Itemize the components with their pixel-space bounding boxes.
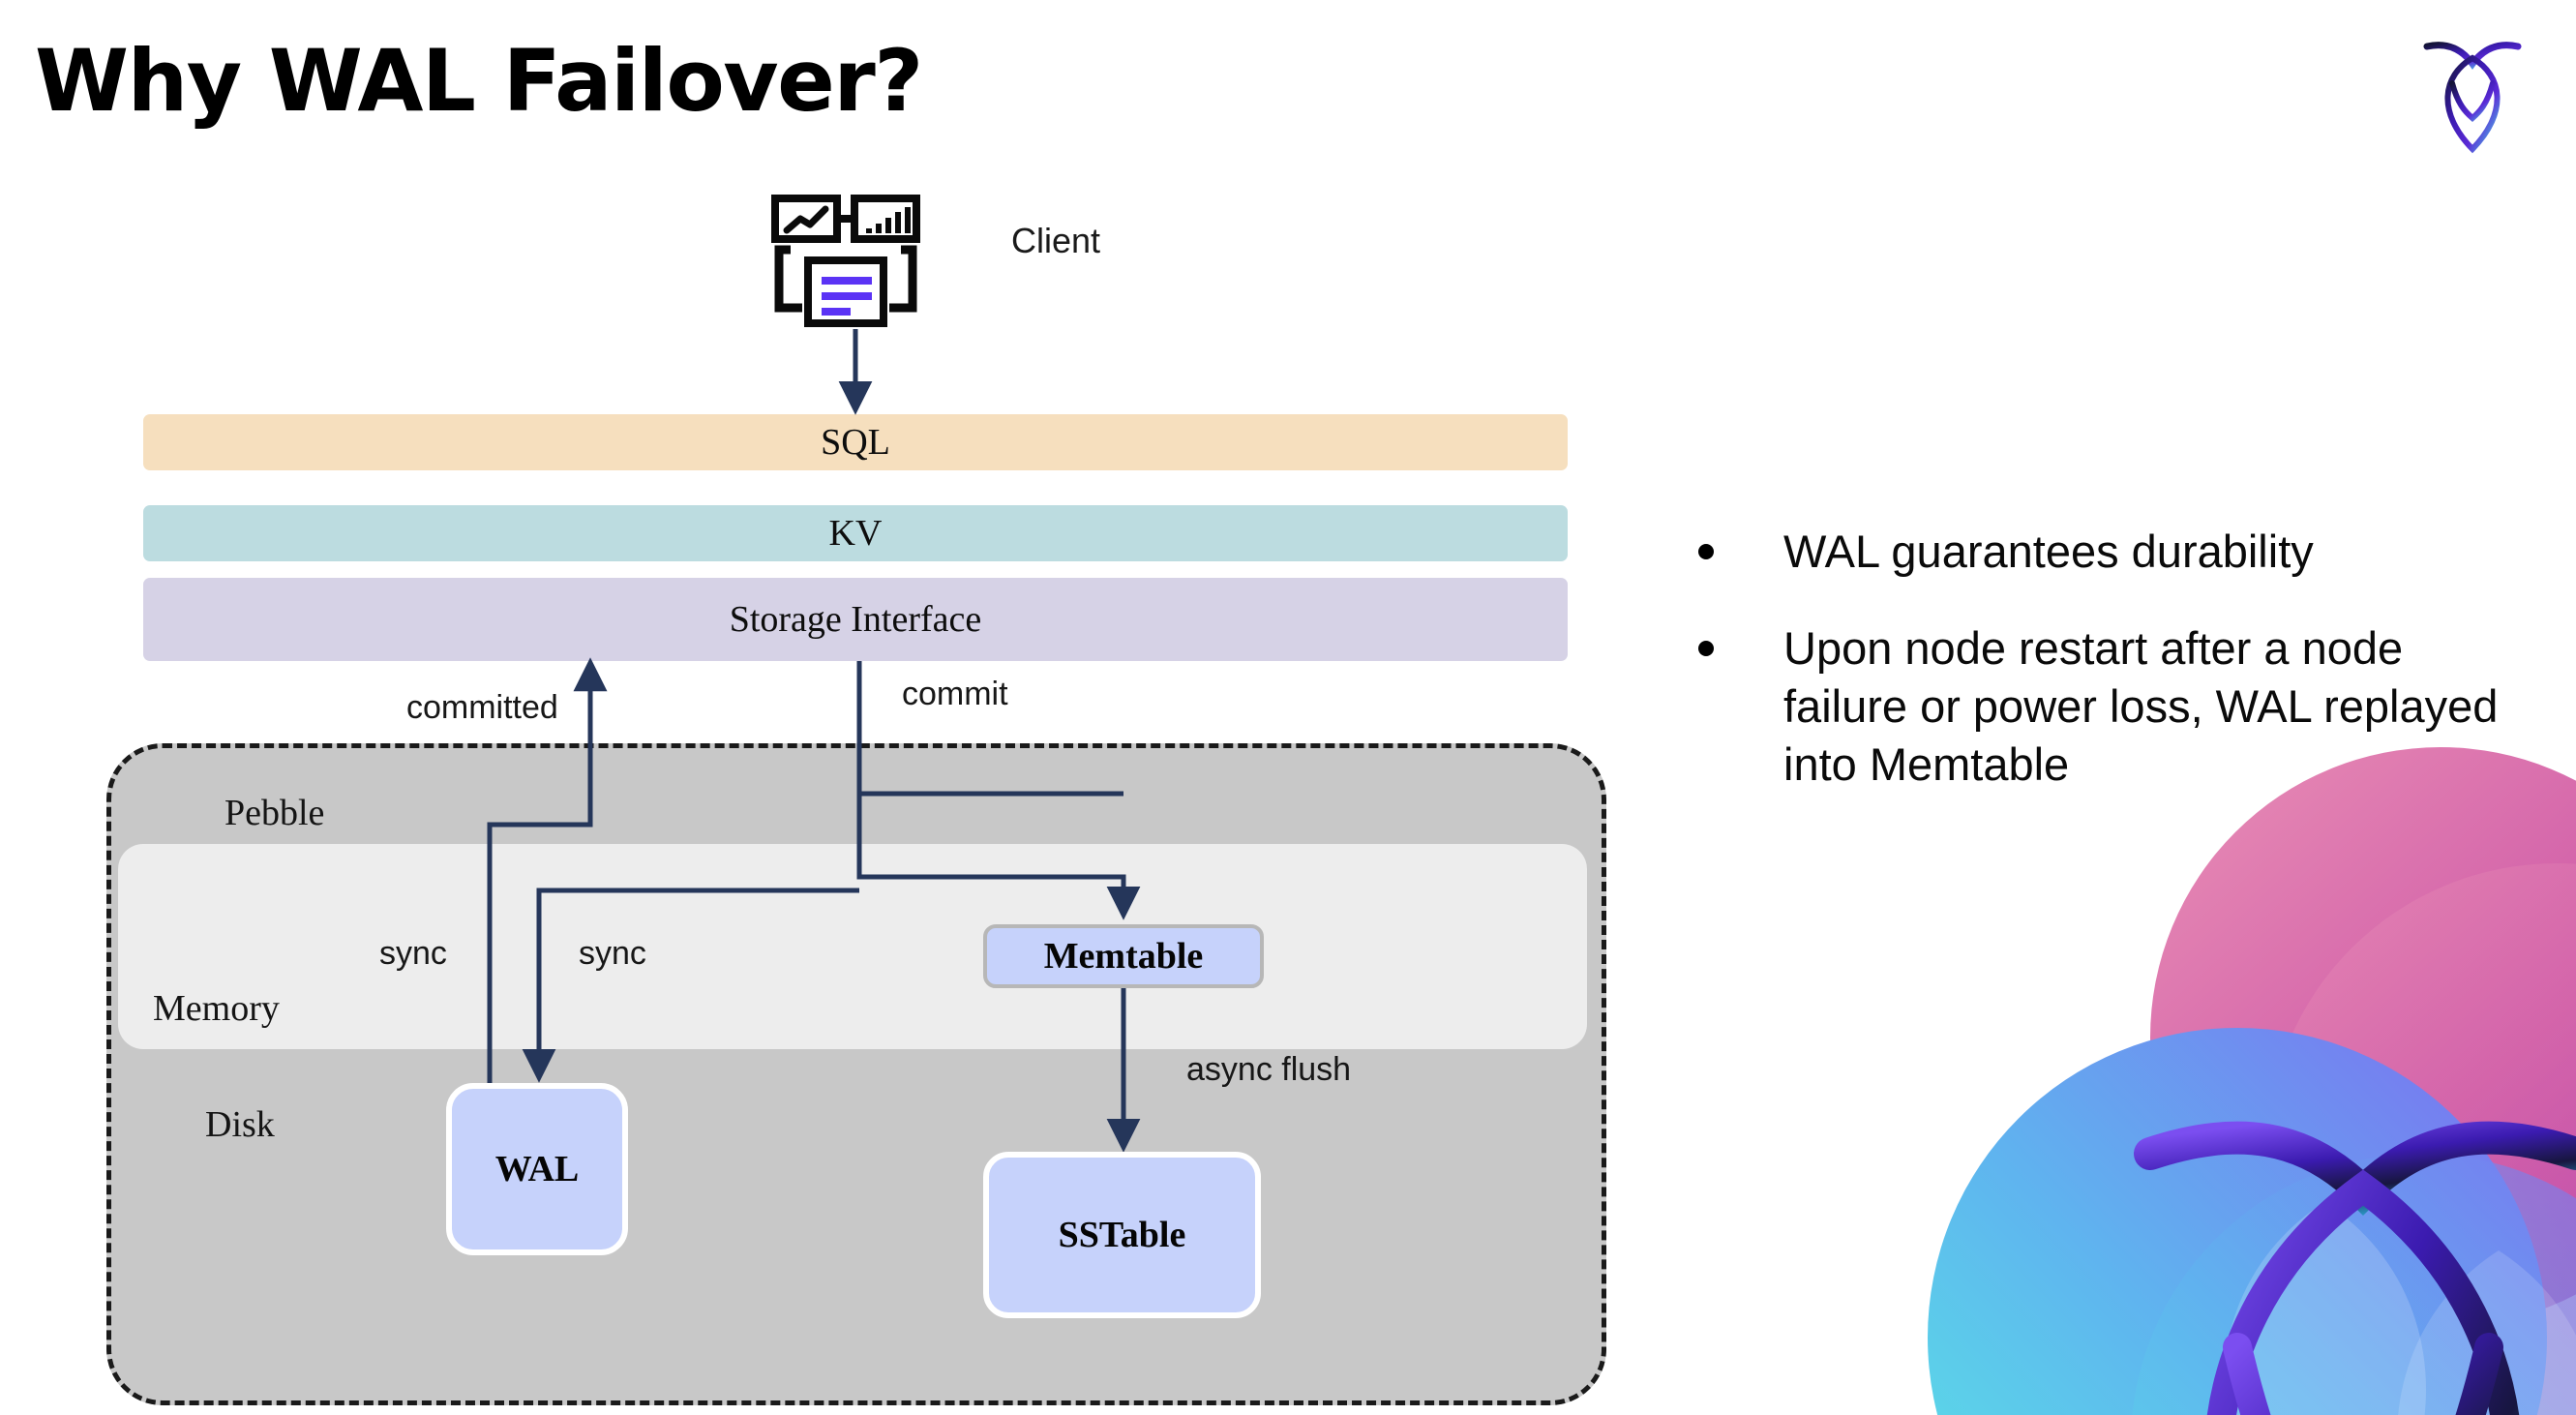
layer-bar-kv: KV xyxy=(143,505,1568,561)
list-item: Upon node restart after a node failure o… xyxy=(1698,619,2511,794)
node-label-sstable: SSTable xyxy=(1058,1215,1186,1255)
page-title: Why WAL Failover? xyxy=(35,31,923,131)
bullet-dot-icon xyxy=(1698,544,1714,559)
cockroachdb-watermark-icon xyxy=(1821,747,2576,1415)
disk-label: Disk xyxy=(205,1104,275,1145)
client-dashboard-icon xyxy=(769,194,934,329)
pebble-container xyxy=(106,743,1606,1405)
edge-label-commit: commit xyxy=(902,676,1008,712)
pebble-label: Pebble xyxy=(225,793,325,833)
memory-label: Memory xyxy=(153,988,280,1029)
bullet-text: Upon node restart after a node failure o… xyxy=(1783,622,2499,791)
layer-label-sql: SQL xyxy=(821,422,890,463)
bullet-dot-icon xyxy=(1698,641,1714,657)
edge-label-async-flush: async flush xyxy=(1186,1051,1352,1088)
edge-label-sync-right: sync xyxy=(579,935,646,972)
memory-region xyxy=(118,844,1587,1049)
node-label-memtable: Memtable xyxy=(1043,936,1204,977)
layer-bar-sql: SQL xyxy=(143,414,1568,470)
edge-label-committed: committed xyxy=(406,689,558,726)
list-item: WAL guarantees durability xyxy=(1698,523,2511,581)
layer-label-kv: KV xyxy=(828,513,883,554)
layer-bar-storage-interface: Storage Interface xyxy=(143,578,1568,661)
bullet-list: WAL guarantees durability Upon node rest… xyxy=(1698,523,2511,833)
node-label-wal: WAL xyxy=(494,1149,580,1189)
edge-label-sync-left: sync xyxy=(379,935,447,972)
bullet-text: WAL guarantees durability xyxy=(1783,526,2314,577)
client-label: Client xyxy=(1011,221,1101,260)
layer-label-storage-interface: Storage Interface xyxy=(729,599,982,640)
node-sstable: SSTable xyxy=(983,1152,1261,1318)
node-memtable: Memtable xyxy=(983,924,1264,988)
node-wal: WAL xyxy=(446,1083,628,1255)
cockroachdb-logo-icon xyxy=(2419,29,2526,155)
